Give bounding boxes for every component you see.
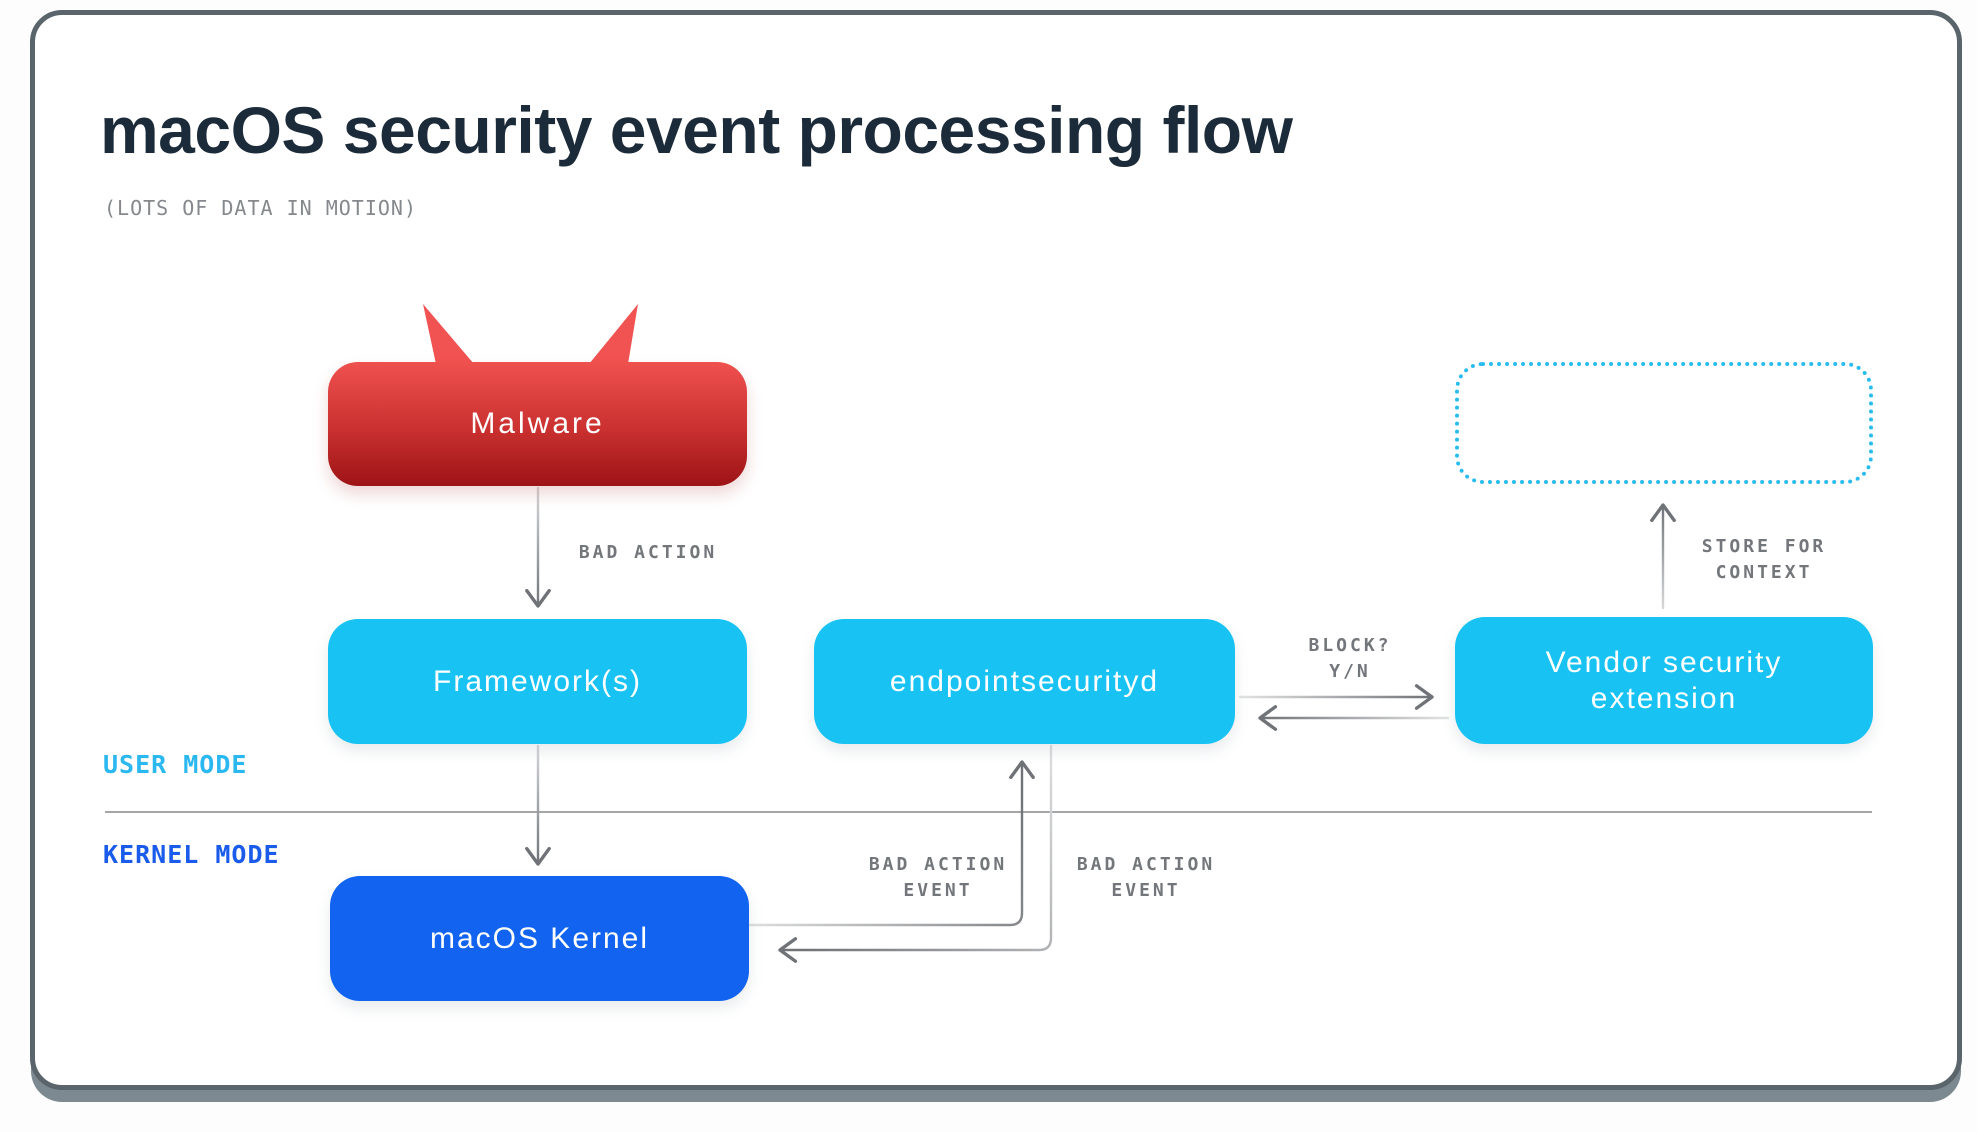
page-title: macOS security event processing flow <box>100 93 1293 167</box>
node-endpointsecurityd: endpointsecurityd <box>814 619 1235 744</box>
edge-label-bad-action-event-left: BAD ACTION EVENT <box>868 854 1008 902</box>
node-vendor-security-extension: Vendor security extension <box>1455 617 1873 744</box>
edge-label-block-yn: BLOCK? Y/N <box>1308 635 1392 683</box>
edge-label-bad-action: BAD ACTION <box>578 542 718 563</box>
node-malware: Malware <box>328 362 747 486</box>
node-macos-kernel: macOS Kernel <box>330 876 749 1001</box>
node-frameworks: Framework(s) <box>328 619 747 744</box>
diagram-card <box>30 10 1962 1090</box>
edge-label-store-for-context: STORE FOR CONTEXT <box>1701 536 1827 584</box>
page-subtitle: (LOTS OF DATA IN MOTION) <box>104 196 417 220</box>
user-mode-label: USER MODE <box>103 750 248 779</box>
edge-label-bad-action-event-right: BAD ACTION EVENT <box>1076 854 1216 902</box>
kernel-mode-label: KERNEL MODE <box>103 840 280 869</box>
node-context-store-placeholder <box>1455 362 1873 484</box>
